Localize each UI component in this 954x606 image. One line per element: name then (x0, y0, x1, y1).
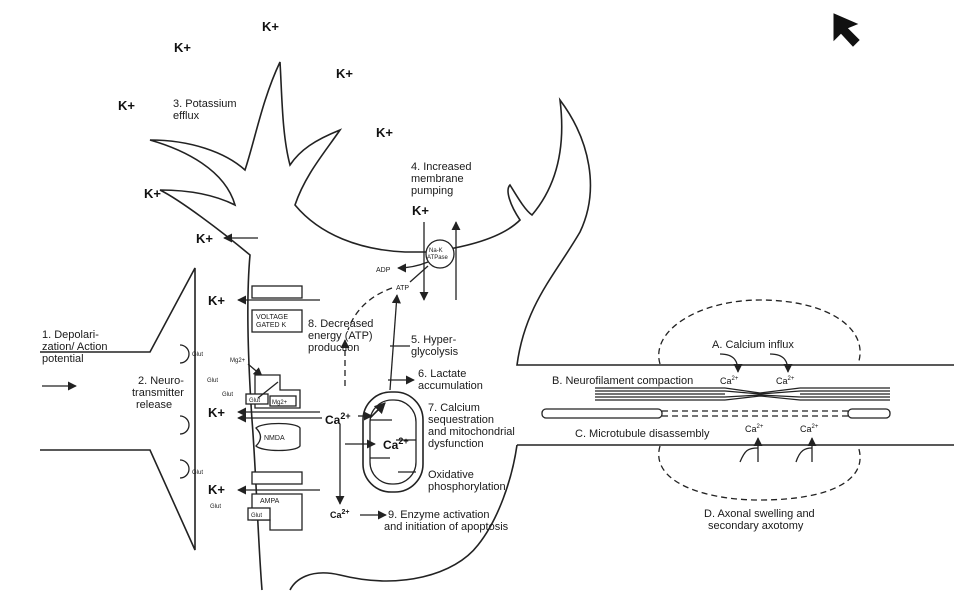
glut-binding-site (245, 393, 269, 405)
glut-label: Glut (192, 352, 203, 358)
nmda-link (257, 381, 279, 399)
pump-label: Na-K ATPase (427, 248, 449, 261)
glut-binding-site (247, 507, 271, 521)
step-6-label: 6. Lactate accumulation (418, 368, 483, 392)
glut-label: Glut (192, 470, 203, 476)
glut-label: Glut (210, 504, 221, 510)
axon-step-d: D. Axonal swelling and secondary axotomy (704, 508, 818, 532)
glut-label: Glut (249, 398, 260, 404)
na-k-atpase-pump (425, 239, 455, 269)
adp-label: ADP (376, 267, 391, 274)
neuron-cell-body (149, 61, 954, 591)
ca-ion: Ca2+ (325, 411, 351, 427)
k-ion: K+ (144, 186, 161, 201)
voltage-gated-k-label: VOLTAGE GATED K (256, 314, 290, 329)
step-5-label: 5. Hyper- glycolysis (411, 334, 459, 358)
mg-label: Mg2+ (230, 358, 246, 364)
vesicle (179, 344, 190, 364)
mito-ca-ion: Ca2+ (383, 436, 409, 452)
adp-arrow (397, 261, 429, 273)
glut-label: Glut (207, 378, 218, 384)
nmda-label: NMDA (264, 435, 285, 442)
microtubule (541, 408, 663, 419)
calcium-influx-curve (739, 447, 759, 463)
step-3-label: 3. Potassium efflux (173, 98, 240, 122)
ampa-label: AMPA (260, 498, 280, 505)
glut-label: Glut (251, 513, 262, 519)
mouse-cursor-icon (833, 13, 860, 47)
step-2-label: 2. Neuro- transmitter release (132, 375, 187, 411)
k-ion: K+ (376, 125, 393, 140)
oxidative-phosphorylation-label: Oxidative phosphorylation (428, 469, 506, 493)
mg-arrow (247, 363, 263, 377)
axon-ca-ion: Ca2+ (745, 424, 764, 434)
step-7-label: 7. Calcium sequestration and mitochondri… (428, 402, 518, 450)
axon-step-b: B. Neurofilament compaction (552, 375, 693, 387)
voltage-gated-k-channel (251, 309, 303, 333)
glycolysis-arrow (389, 294, 401, 391)
microtubule (847, 408, 891, 419)
neuron-lower-outline (289, 444, 518, 591)
cristae (370, 419, 416, 473)
axonal-swelling-lower (658, 445, 861, 501)
axon-step-a: A. Calcium influx (712, 339, 794, 351)
presynaptic-terminal (40, 267, 196, 551)
axon-step-c: C. Microtubule disassembly (575, 428, 710, 440)
ca-ion-small: Ca2+ (330, 509, 350, 520)
k-ion: K+ (196, 231, 213, 246)
calcium-influx-arrow (769, 353, 793, 373)
vesicle (179, 459, 190, 479)
step-8-label: 8. Decreased energy (ATP) production (308, 318, 377, 354)
glut-label: Glut (222, 392, 233, 398)
step-9-label: 9. Enzyme activation and initiation of a… (384, 509, 509, 533)
calcium-influx-arrow (719, 353, 743, 373)
mg-block-label: Mg2+ (272, 400, 288, 406)
k-ion: K+ (118, 98, 135, 113)
k-ion: K+ (174, 40, 191, 55)
neurofilament-bundle (595, 387, 890, 401)
k-ion: K+ (412, 203, 429, 218)
mg-block (269, 395, 297, 407)
step-1-label: 1. Depolari- zation/ Action potential (42, 329, 111, 365)
atp-dashed-path (347, 287, 393, 331)
k-ion: K+ (208, 293, 225, 308)
membrane-block (251, 285, 303, 299)
calcium-influx-curve (795, 447, 813, 463)
axonal-swelling-upper (658, 299, 861, 365)
vesicle (179, 415, 190, 435)
k-ion: K+ (208, 405, 225, 420)
k-ion: K+ (208, 482, 225, 497)
axon-ca-ion: Ca2+ (776, 376, 795, 386)
k-ion: K+ (336, 66, 353, 81)
k-ion: K+ (262, 19, 279, 34)
axon-ca-ion: Ca2+ (720, 376, 739, 386)
axon-ca-ion: Ca2+ (800, 424, 819, 434)
mitochondrion (362, 391, 424, 493)
atp-label: ATP (396, 285, 409, 292)
membrane-block (251, 471, 303, 485)
atp-arrow (409, 265, 429, 283)
step-4-label: 4. Increased membrane pumping (411, 161, 475, 197)
nmda-channel (255, 422, 301, 452)
